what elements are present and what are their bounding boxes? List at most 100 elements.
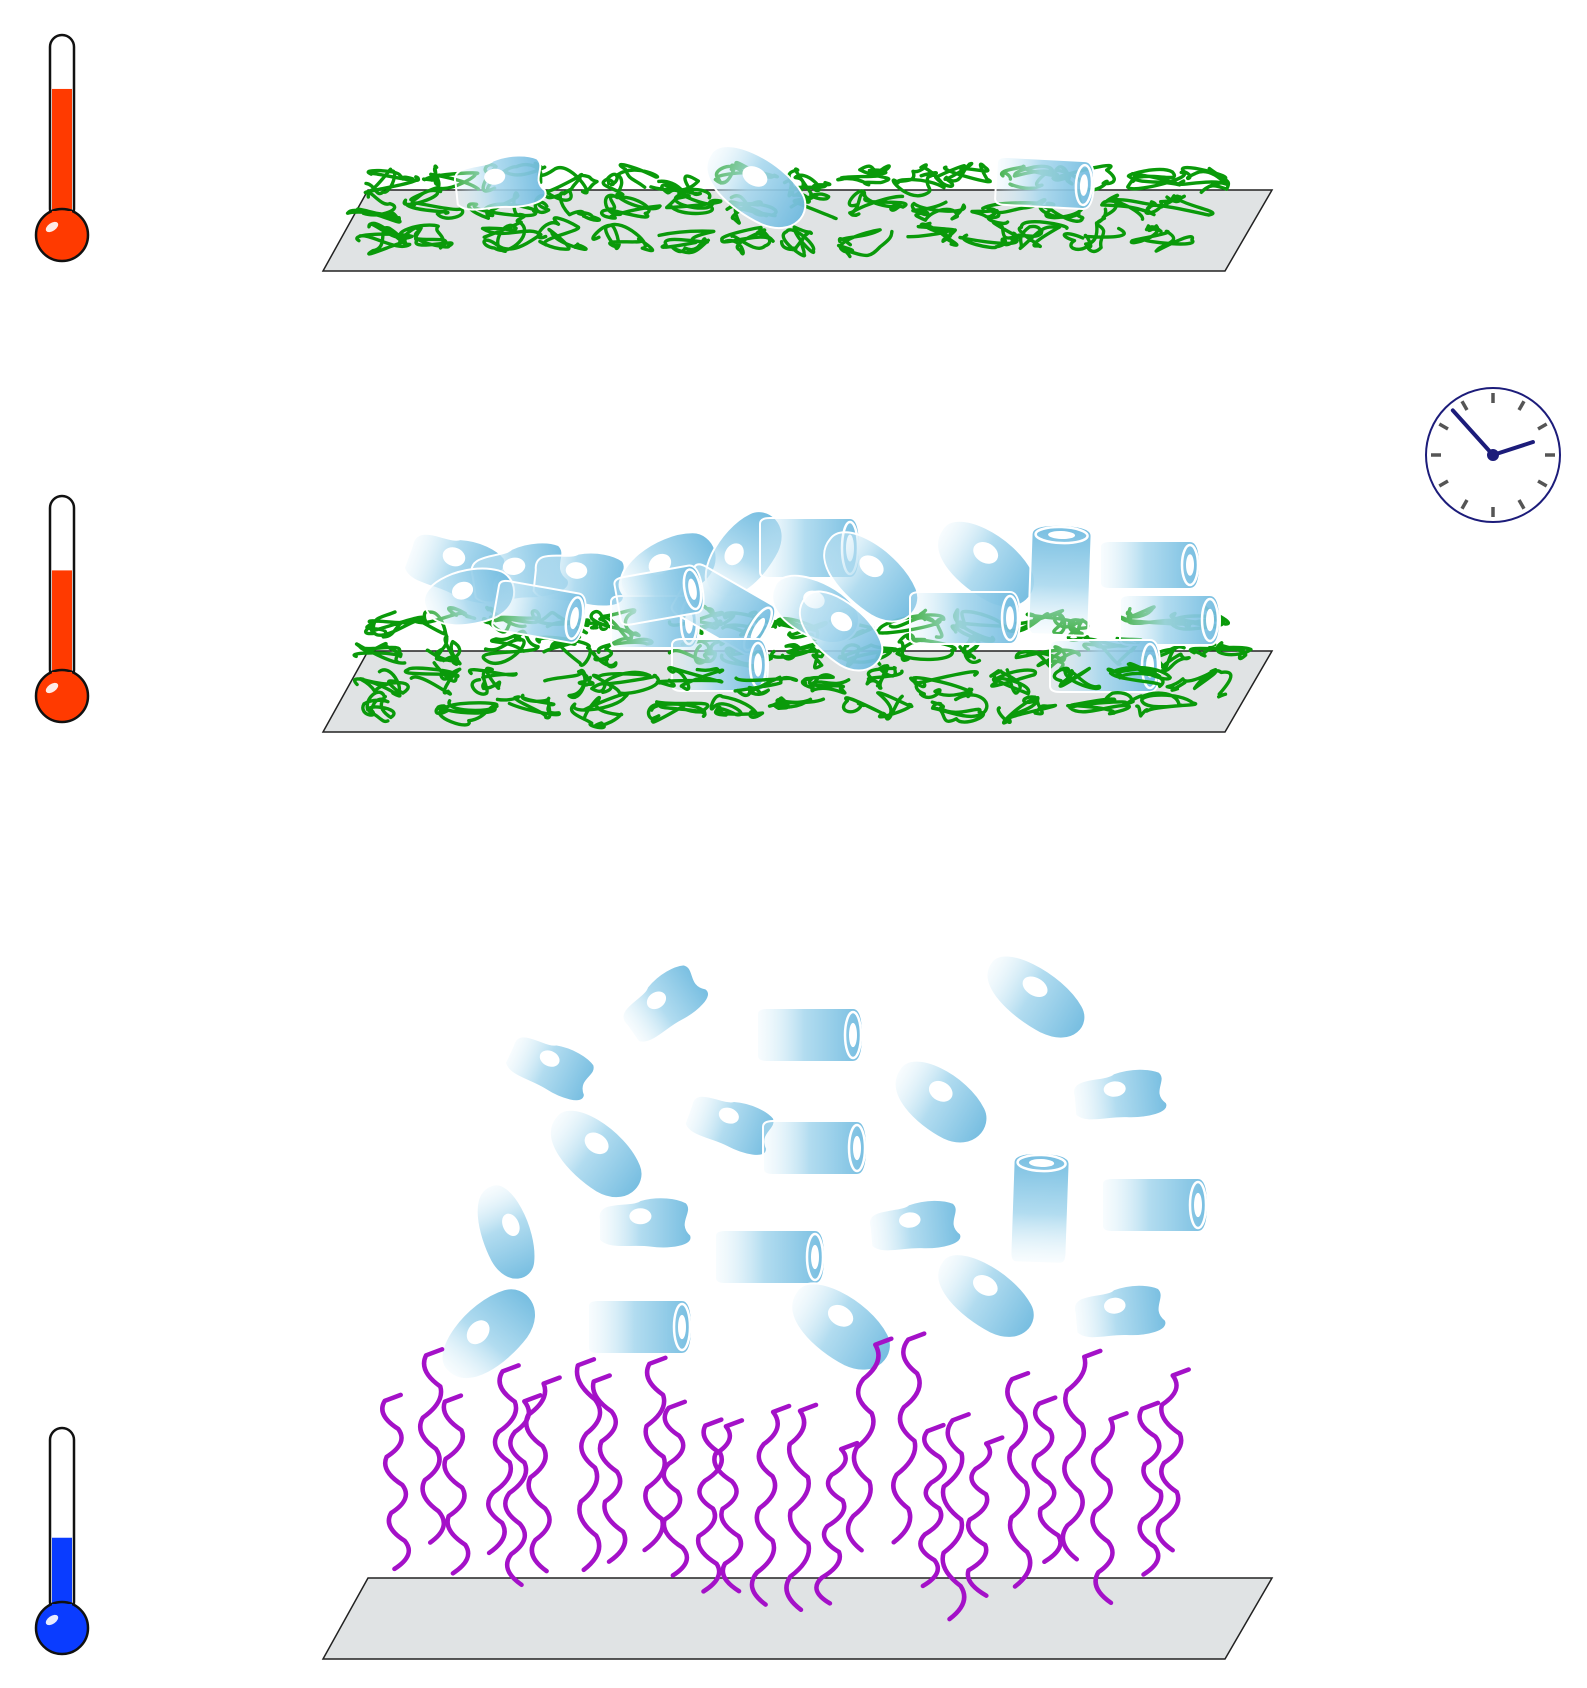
collapsed-polymer-coil: [733, 675, 799, 698]
collapsed-polymer-coil: [1095, 193, 1157, 225]
cell-icon: [1099, 540, 1202, 590]
clock-tick: [1438, 479, 1449, 488]
collapsed-polymer-coil: [345, 191, 402, 224]
cell-body: [1099, 540, 1202, 590]
collapsed-polymer-coil: [569, 692, 629, 730]
collapsed-polymer-coil: [836, 164, 891, 187]
cell-icon: [587, 1299, 694, 1355]
clock-tick: [1460, 400, 1469, 411]
collapsed-polymer-coil: [403, 661, 462, 696]
cell-end: [1200, 597, 1220, 643]
collapsed-polymer-coil: [657, 229, 716, 255]
cell-highlight: [678, 1314, 686, 1340]
cell-body: [503, 1035, 596, 1103]
extended-polymer-chain: [918, 1422, 947, 1589]
thermometer-cold-icon: [34, 1426, 90, 1656]
collapsed-polymer-coil: [996, 695, 1058, 725]
thermometer-mercury: [52, 88, 72, 227]
cell-highlight: [1079, 174, 1088, 196]
cell-body: [714, 1229, 827, 1285]
collapsed-polymer-coil: [1189, 641, 1253, 661]
thermometer-glint: [45, 221, 59, 233]
collapsed-polymer-coil: [599, 193, 662, 220]
cell-icon: [909, 591, 1022, 645]
cell-icon: [756, 1007, 865, 1063]
extended-polymer-chain: [524, 1375, 562, 1574]
collapsed-polymer-coil: [425, 633, 462, 666]
clock-hand: [1450, 408, 1495, 457]
collapsed-polymer-coil: [355, 221, 414, 256]
collapsed-polymer-coil: [402, 186, 465, 220]
cell-highlight: [484, 168, 506, 185]
extended-polymer-chain: [712, 1418, 745, 1594]
cell-body: [893, 1059, 989, 1145]
cell-end: [564, 596, 585, 641]
cell-icon: [790, 1282, 892, 1372]
thermometer-glint: [45, 1614, 59, 1626]
cell-highlight: [1006, 606, 1014, 630]
cell-end: [843, 1010, 863, 1060]
collapsed-polymer-coil: [930, 693, 989, 724]
extended-polymer-chain: [1005, 1370, 1033, 1589]
cell-highlight: [451, 581, 474, 600]
extended-polymer-chain: [940, 1412, 971, 1622]
collapsed-polymer-coil: [361, 690, 396, 724]
cell-body: [491, 579, 587, 644]
collapsed-polymer-coil: [467, 666, 518, 696]
collapsed-polymer-coil: [836, 228, 894, 259]
clock-tick: [1438, 422, 1449, 431]
extended-polymer-chain: [749, 1403, 792, 1607]
cell-highlight: [718, 1107, 739, 1124]
extended-polymer-chain: [590, 1373, 628, 1564]
collapsed-polymer-coil: [769, 642, 825, 670]
clock-tick: [1517, 400, 1526, 411]
cell-highlight: [1103, 1297, 1126, 1314]
collapsed-polymer-coil: [709, 693, 765, 719]
cell-body: [613, 564, 705, 626]
cell-end: [847, 1123, 867, 1173]
extended-polymer-chain: [814, 1440, 860, 1606]
collapsed-polymer-coil: [891, 163, 946, 198]
cell-highlight: [724, 543, 744, 566]
extended-polymer-chain: [891, 1331, 927, 1545]
cell-highlight: [849, 1022, 857, 1048]
substrate-3: [321, 1577, 1274, 1660]
cell-highlight: [502, 1213, 520, 1237]
cell-icon: [936, 1253, 1036, 1339]
cell-body: [994, 155, 1096, 211]
cell-icon: [1009, 1151, 1071, 1265]
cell-highlight: [859, 555, 884, 578]
extended-polymer-chain: [1155, 1367, 1191, 1553]
cell-highlight: [565, 562, 588, 579]
cell-highlight: [1028, 1159, 1055, 1168]
extended-polymer-chain: [695, 1417, 725, 1594]
cell-body: [756, 1007, 865, 1063]
cell-end: [1000, 594, 1020, 642]
thermometer-hot-icon: [34, 33, 90, 263]
cell-icon: [1073, 1283, 1168, 1340]
cell-body: [762, 1120, 869, 1176]
cell-icon: [549, 1108, 644, 1199]
cell-icon: [491, 579, 587, 644]
cell-icon: [985, 954, 1087, 1040]
cell-highlight: [1022, 976, 1048, 997]
cell-highlight: [646, 991, 667, 1010]
cell-highlight: [442, 547, 466, 567]
thermometer-mercury: [52, 1537, 72, 1620]
collapsed-polymer-coil: [495, 693, 561, 720]
cell-highlight: [754, 653, 762, 677]
cell-highlight: [853, 1135, 861, 1161]
collapsed-polymer-coil: [865, 664, 904, 690]
cell-highlight: [827, 1304, 854, 1327]
cell-end: [672, 1302, 692, 1352]
cell-body: [798, 590, 884, 672]
cell-highlight: [1194, 1192, 1202, 1218]
collapsed-polymer-coil: [646, 700, 710, 724]
cell-end: [682, 568, 703, 611]
cell-icon: [613, 564, 705, 626]
cell-body: [475, 1183, 537, 1281]
cell-highlight: [502, 557, 526, 575]
cell-icon: [705, 145, 807, 230]
cell-end: [1180, 543, 1200, 587]
